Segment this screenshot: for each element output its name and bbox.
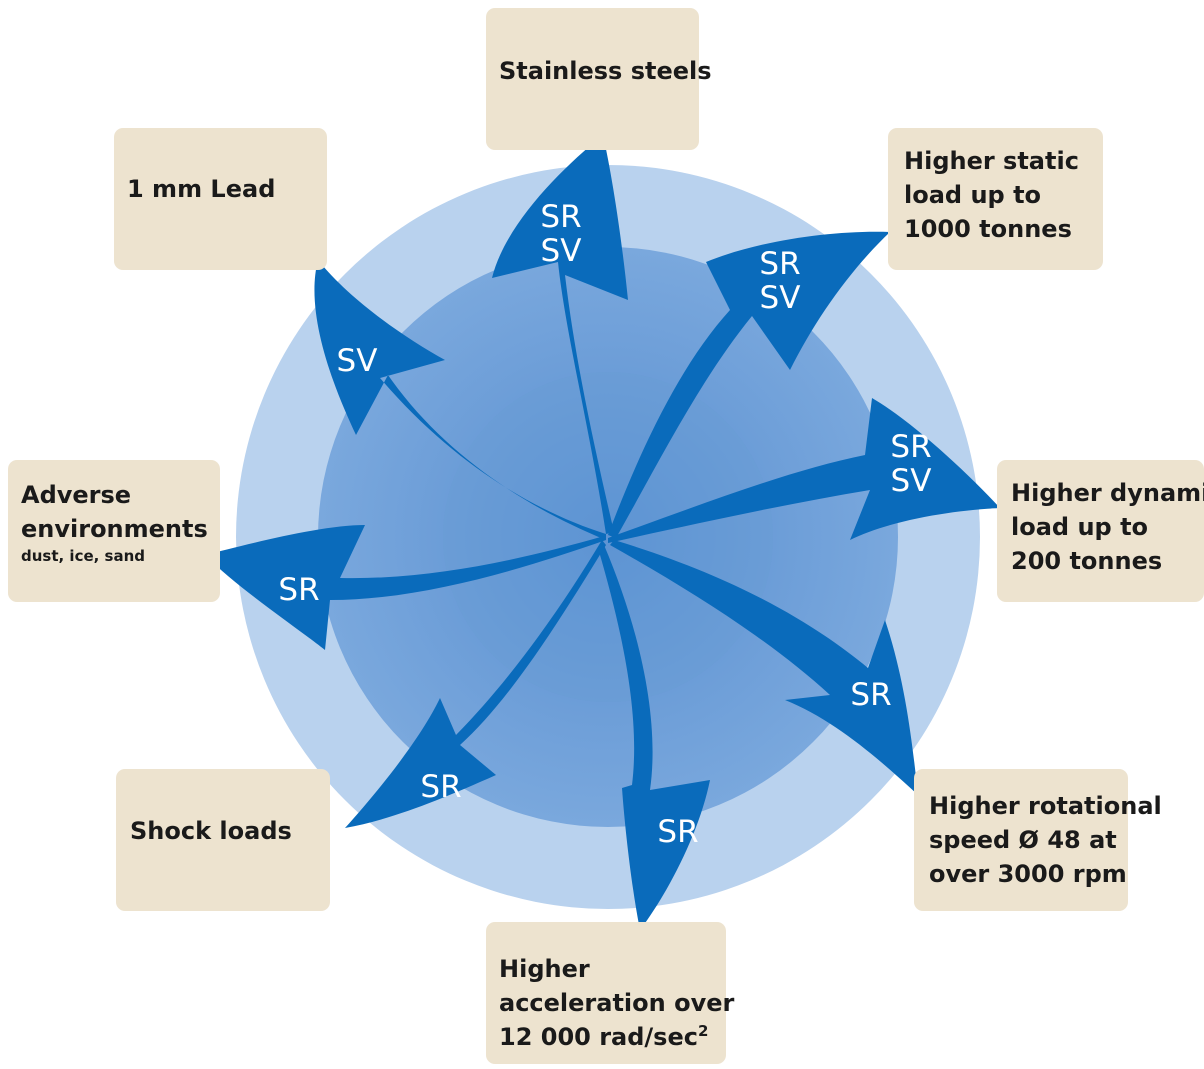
box-acceleration: Higher acceleration over 12 000 rad/sec2 (486, 922, 735, 1064)
box-rotational-line-2: speed Ø 48 at (929, 826, 1117, 854)
arrow-label-static-load: SR SV (735, 247, 825, 315)
arrow-label-rotational-1: SR (850, 677, 892, 713)
box-adverse-sub: dust, ice, sand (21, 547, 146, 565)
box-rotational-line-1: Higher rotational (929, 792, 1162, 820)
box-static-load: Higher static load up to 1000 tonnes (888, 128, 1103, 270)
arrow-dynamic-load (608, 398, 1000, 543)
arrow-label-lead-1: SV (336, 343, 378, 379)
arrow-label-acceleration: SR (633, 815, 723, 849)
arrow-adverse (205, 525, 606, 650)
arrow-acceleration (598, 545, 710, 930)
box-rotational-speed: Higher rotational speed Ø 48 at over 300… (914, 769, 1162, 911)
box-acceleration-line-2: acceleration over (499, 989, 735, 1017)
arrow-label-shock-1: SR (420, 769, 462, 805)
acceleration-value: 12 000 rad/sec (499, 1023, 698, 1051)
box-dynamic-line-2: load up to (1011, 513, 1149, 541)
arrow-rotational (610, 540, 918, 795)
box-adverse-environments: Adverse environments dust, ice, sand (8, 460, 220, 602)
box-adverse-line-1: Adverse (21, 481, 132, 509)
acceleration-exponent: 2 (697, 1022, 709, 1040)
arrow-label-dynamic-1: SR (890, 429, 932, 465)
box-shock-loads: Shock loads (116, 769, 330, 911)
box-static-line-1: Higher static (904, 147, 1079, 175)
box-rotational-line-3: over 3000 rpm (929, 860, 1127, 888)
arrow-label-rotational: SR (826, 678, 916, 712)
arrow-static-load (608, 231, 890, 538)
box-lead-line-1: 1 mm Lead (127, 175, 276, 203)
arrow-label-acceleration-1: SR (657, 814, 699, 850)
arrow-label-stainless-1: SR (540, 199, 582, 235)
arrow-label-adverse: SR (254, 573, 344, 607)
arrow-lead (314, 260, 606, 540)
arrow-label-stainless: SR SV (516, 200, 606, 268)
arrow-label-dynamic-load: SR SV (866, 430, 956, 498)
box-dynamic-line-3: 200 tonnes (1011, 547, 1163, 575)
box-static-line-2: load up to (904, 181, 1042, 209)
core-disc (443, 372, 773, 702)
box-lead: 1 mm Lead (114, 128, 327, 270)
arrow-label-dynamic-2: SV (890, 463, 932, 499)
arrow-label-lead: SV (312, 344, 402, 378)
box-shock-line-1: Shock loads (130, 817, 292, 845)
box-dynamic-load: Higher dynamic load up to 200 tonnes (997, 460, 1204, 602)
arrow-label-adverse-1: SR (278, 572, 320, 608)
box-acceleration-line-3: 12 000 rad/sec2 (499, 1020, 726, 1054)
box-acceleration-line-1: Higher (499, 955, 590, 983)
arrow-stainless (492, 135, 628, 534)
box-static-line-3: 1000 tonnes (904, 215, 1072, 243)
box-adverse-line-2: environments (21, 515, 208, 543)
arrow-label-static-2: SV (759, 280, 801, 316)
box-stainless-line-1: Stainless steels (499, 57, 712, 85)
arrow-label-static-1: SR (759, 246, 801, 282)
arrow-label-shock: SR (396, 770, 486, 804)
box-dynamic-line-1: Higher dynamic (1011, 479, 1204, 507)
arrow-shock (345, 540, 606, 828)
box-stainless-steels: Stainless steels (486, 8, 712, 150)
arrow-label-stainless-2: SV (540, 233, 582, 269)
